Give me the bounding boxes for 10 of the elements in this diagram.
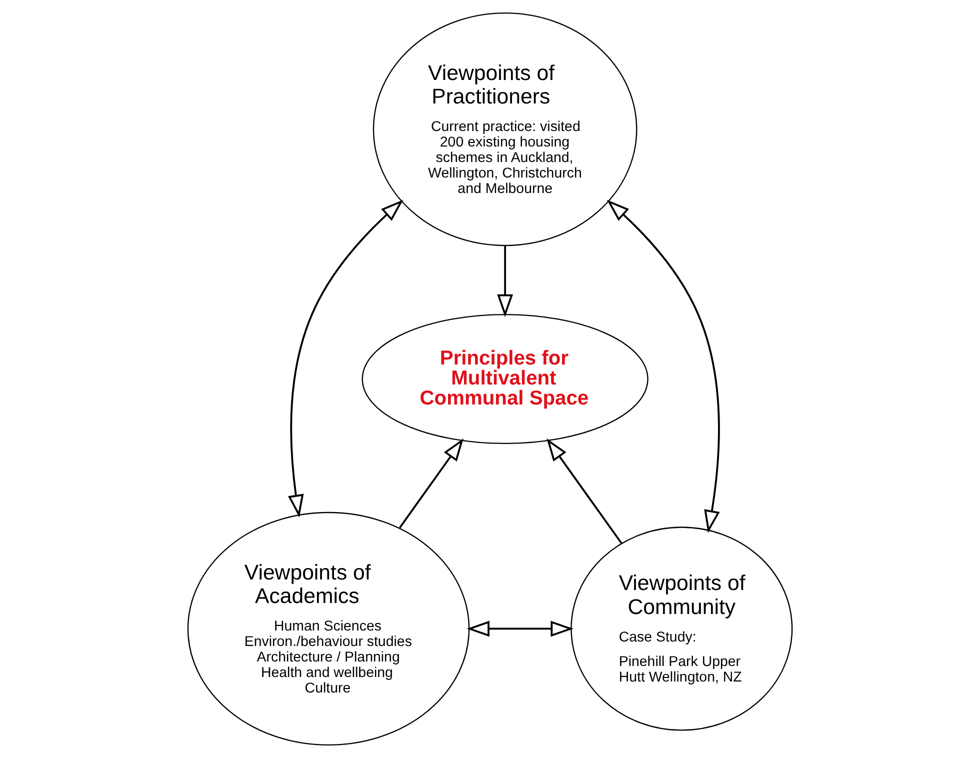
arrow xyxy=(606,200,720,533)
arrow xyxy=(546,438,622,544)
node-ellipse: Viewpoints of Practitioners Current practice: visited 200 existing housing schemes in Auckland, Wellington, Christchurch and Melbourne xyxy=(372,12,638,246)
node-circle: Viewpoints of Community Case Study: Pinehill Park Upper Hutt Wellington, NZ xyxy=(570,526,793,731)
arrow xyxy=(288,200,404,518)
arrow xyxy=(497,246,514,318)
node-ellipse: Viewpoints of Academics Human Sciences Environ./behaviour studies Architecture / Planning Health and wellbeing Culture xyxy=(187,512,470,746)
arrow xyxy=(399,438,464,528)
node-ellipse: Principles for Multivalent Communal Space xyxy=(362,314,648,444)
arrow xyxy=(466,620,574,637)
